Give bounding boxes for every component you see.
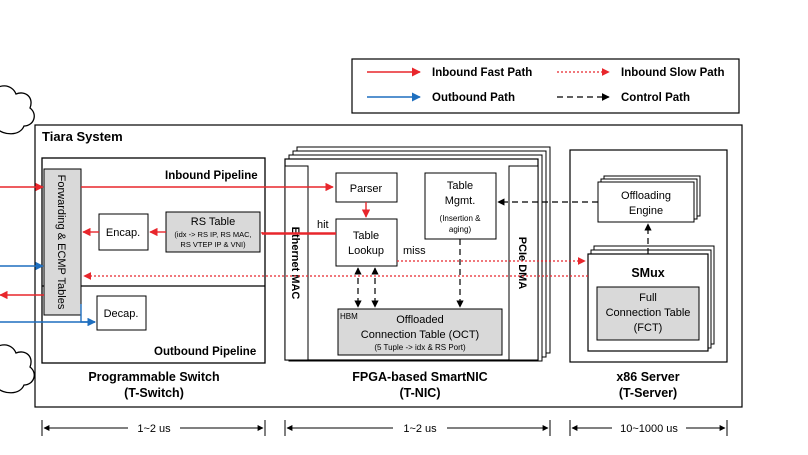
legend-control: Control Path [621, 92, 690, 104]
legend-outbound: Outbound Path [432, 92, 515, 104]
legend-inbound-fast: Inbound Fast Path [432, 67, 532, 79]
rs-table-line2: RS VTEP IP & VNI) [180, 240, 246, 249]
control-path-arrows [354, 198, 652, 308]
inbound-pipeline-label: Inbound Pipeline [165, 170, 258, 182]
ethernet-mac-block [284, 165, 309, 361]
rs-table [165, 211, 261, 253]
server-section: Offloading Engine SMux Full Connection T… [569, 149, 728, 400]
decap-box [96, 295, 147, 331]
parser-box [335, 172, 398, 203]
table-mgmt-line1: Table [447, 180, 473, 192]
legend: Inbound Fast Path Inbound Slow Path Outb… [351, 58, 740, 114]
nic-name: FPGA-based SmartNIC [352, 370, 487, 384]
outbound-pipeline-label: Outbound Pipeline [154, 346, 256, 358]
hit-label: hit [317, 219, 329, 231]
inbound-fast-path-arrows [0, 182, 371, 300]
outbound-path-arrows [0, 261, 96, 327]
fwd-ecmp-label: Forwarding & ECMP Tables [55, 175, 67, 310]
decap-label: Decap. [104, 308, 139, 320]
offloading-engine-box [597, 181, 695, 223]
pcie-dma-block [508, 165, 539, 361]
rs-table-title: RS Table [191, 216, 235, 228]
fwd-ecmp-tables [43, 168, 82, 316]
server-latency: 10~1000 us [620, 423, 678, 435]
encap-label: Encap. [106, 227, 140, 239]
latency-scale [41, 420, 728, 436]
cloud-icon-bottom [0, 344, 35, 394]
table-mgmt-line3: (Insertion & [440, 214, 482, 223]
table-lookup-line1: Table [353, 230, 379, 242]
pcie-dma-label: PCIe DMA [516, 237, 528, 290]
offloading-line2: Engine [629, 205, 663, 217]
nic-short: (T-NIC) [400, 386, 441, 400]
system-title: Tiara System [42, 129, 123, 144]
table-lookup-box [335, 218, 398, 267]
table-mgmt-box [424, 172, 497, 240]
switch-latency: 1~2 us [137, 423, 171, 435]
table-lookup-line2: Lookup [348, 245, 384, 257]
switch-short: (T-Switch) [124, 386, 184, 400]
table-mgmt-line4: aging) [449, 225, 472, 234]
nic-latency: 1~2 us [403, 423, 437, 435]
encap-box [98, 213, 149, 251]
fct-line3: (FCT) [634, 322, 663, 334]
legend-inbound-slow: Inbound Slow Path [621, 67, 725, 79]
table-mgmt-line2: Mgmt. [445, 195, 476, 207]
parser-label: Parser [350, 183, 383, 195]
inbound-slow-path-arrows [83, 257, 588, 280]
fct-line2: Connection Table [606, 307, 691, 319]
oct-box [337, 308, 503, 356]
cloud-icon-top [0, 85, 35, 135]
server-name: x86 Server [616, 370, 679, 384]
switch-name: Programmable Switch [88, 370, 219, 384]
switch-section: Inbound Pipeline Outbound Pipeline Forwa… [41, 157, 266, 400]
ethernet-mac-label: Ethernet MAC [289, 227, 301, 300]
rs-table-line1: (idx -> RS IP, RS MAC, [174, 230, 251, 239]
smux-label: SMux [631, 266, 664, 280]
fct-line1: Full [639, 292, 657, 304]
hbm-label: HBM [340, 312, 358, 321]
server-short: (T-Server) [619, 386, 677, 400]
offloading-line1: Offloading [621, 190, 671, 202]
nic-section: Ethernet MAC PCIe DMA Parser Table Looku… [284, 146, 551, 400]
fct-box [596, 286, 700, 341]
oct-line1: Offloaded [396, 314, 444, 326]
oct-line3: (5 Tuple -> idx & RS Port) [374, 343, 466, 352]
oct-line2: Connection Table (OCT) [361, 329, 479, 341]
miss-label: miss [403, 245, 426, 257]
